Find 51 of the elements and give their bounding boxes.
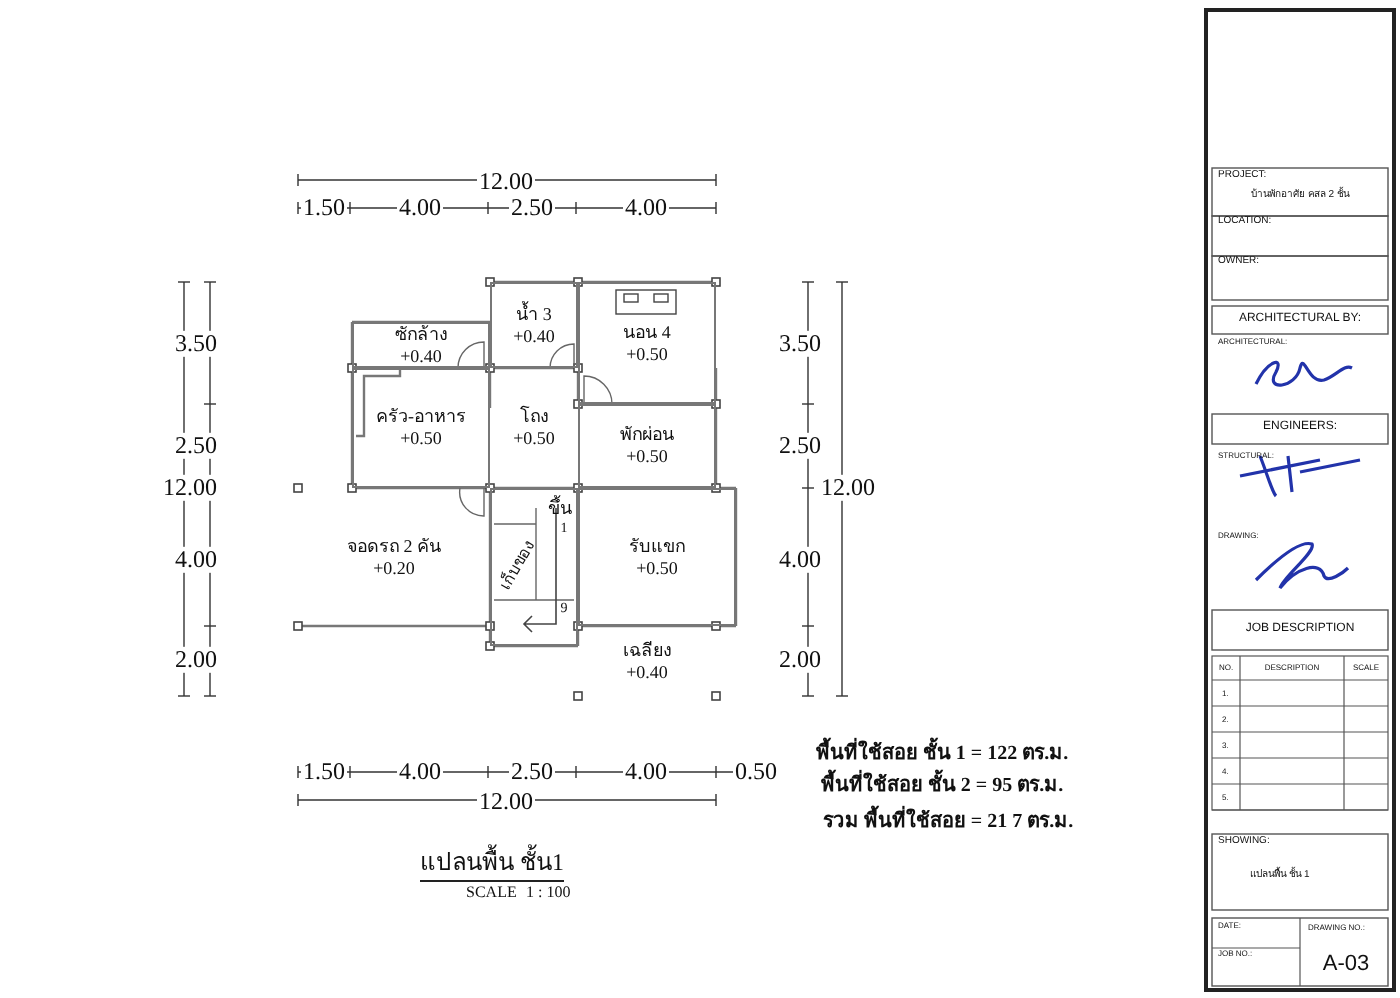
dimension-label: 2.00 bbox=[173, 646, 219, 674]
dimension-label: 4.00 bbox=[623, 758, 669, 786]
title-block-text: A-03 bbox=[1320, 951, 1372, 977]
floor-level: +0.50 bbox=[626, 446, 668, 468]
dimension-label: 0.50 bbox=[733, 758, 779, 786]
scale-label: 1 : 100 bbox=[524, 885, 573, 903]
dimension-label: 4.00 bbox=[173, 546, 219, 574]
dimension-label: 2.50 bbox=[173, 432, 219, 460]
dimension-label: 3.50 bbox=[173, 330, 219, 358]
room-outline bbox=[578, 488, 736, 626]
dimension-label: 2.00 bbox=[777, 646, 823, 674]
room-name: ครัว-อาหาร bbox=[376, 406, 466, 428]
dimension-label: 2.50 bbox=[509, 194, 555, 222]
room-name: ซักล้าง bbox=[395, 323, 447, 345]
floor-level: +0.50 bbox=[626, 343, 668, 365]
floor-level: +0.50 bbox=[636, 557, 678, 579]
dimension-label: 4.00 bbox=[397, 194, 443, 222]
room-name: รับแขก bbox=[629, 535, 685, 557]
floor-level: +0.20 bbox=[373, 557, 415, 579]
dimension-label: 4.00 bbox=[397, 758, 443, 786]
floor-level: +0.40 bbox=[626, 661, 668, 683]
room-name: โถง bbox=[520, 406, 548, 428]
dimension-label: 12.00 bbox=[477, 168, 535, 196]
dimension-label: 2.50 bbox=[777, 432, 823, 460]
dimension-label: 1.50 bbox=[301, 758, 347, 786]
room-name: จอดรถ 2 คัน bbox=[347, 535, 441, 557]
room-name: นอน 4 bbox=[623, 321, 671, 343]
room-name: ขึ้น bbox=[548, 498, 572, 520]
room-outline bbox=[578, 282, 716, 404]
room-outline bbox=[490, 488, 578, 646]
dimension-label: 2.50 bbox=[509, 758, 555, 786]
floor-level: +0.40 bbox=[400, 345, 442, 367]
floor-level: +0.50 bbox=[513, 428, 555, 450]
room-name: เฉลียง bbox=[623, 639, 671, 661]
room-outline bbox=[352, 368, 490, 488]
dimension-label: 4.00 bbox=[777, 546, 823, 574]
dimension-label: 4.00 bbox=[623, 194, 669, 222]
room-name: น้ำ 3 bbox=[516, 303, 552, 325]
dimension-label: 3.50 bbox=[777, 330, 823, 358]
room-outline bbox=[490, 282, 578, 368]
room-outline bbox=[578, 404, 716, 488]
room-outline bbox=[352, 322, 490, 368]
dimension-label: 12.00 bbox=[819, 474, 877, 502]
dimension-label: 1.50 bbox=[301, 194, 347, 222]
scale-label: SCALE bbox=[464, 885, 519, 903]
plan-caption: แปลนพื้น ชั้น1 bbox=[420, 842, 564, 882]
dimension-label: 12.00 bbox=[161, 474, 219, 502]
floor-level: +0.50 bbox=[400, 428, 442, 450]
room-name: พักผ่อน bbox=[620, 424, 674, 446]
dimension-label: 12.00 bbox=[477, 788, 535, 816]
floor-level: +0.40 bbox=[513, 325, 555, 347]
